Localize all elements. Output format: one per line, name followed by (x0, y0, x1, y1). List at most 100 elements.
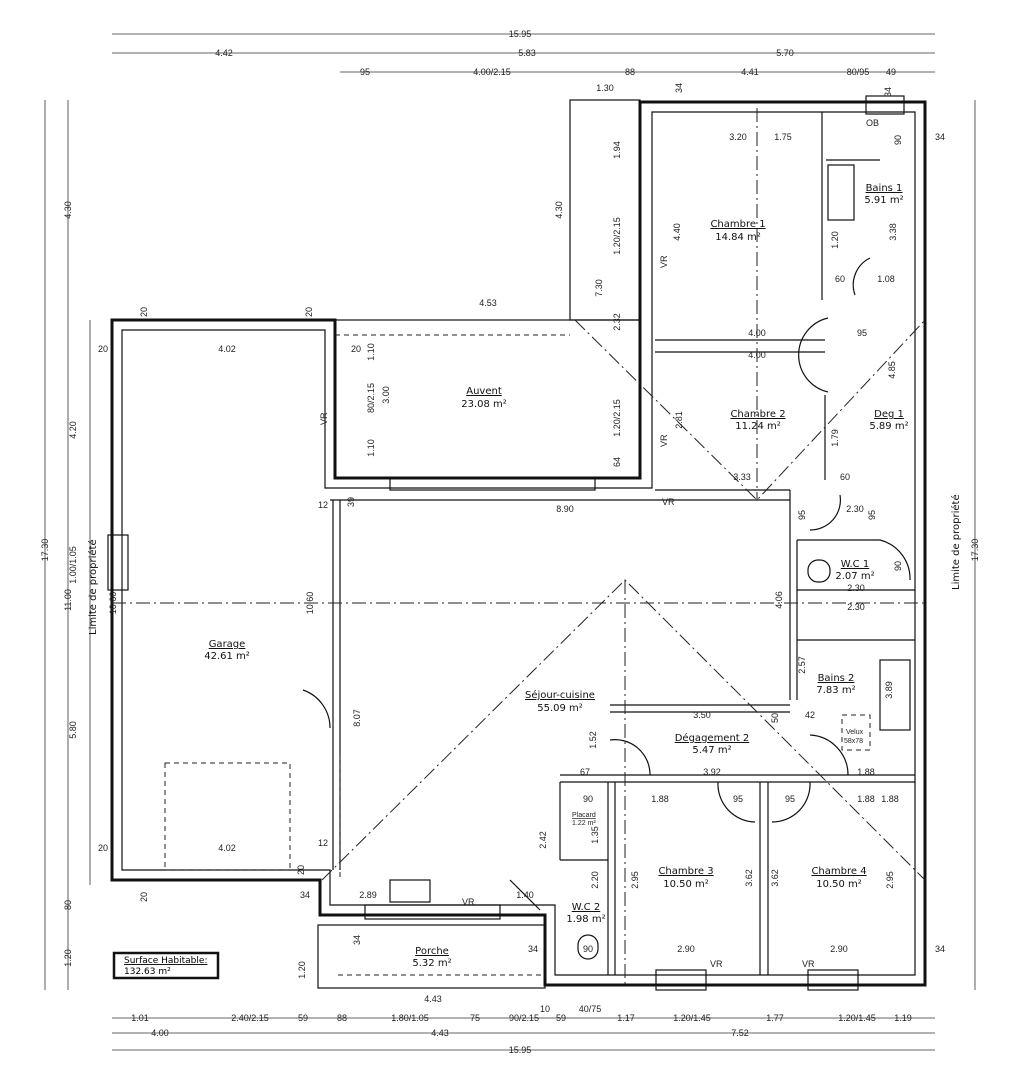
placard-label: Placard (572, 812, 596, 819)
dim-label: 2.42 (538, 831, 548, 849)
room-name-bains1: Bains 1 (866, 183, 903, 194)
dim-label: 1.19 (894, 1013, 912, 1023)
room-name-bains2: Bains 2 (818, 673, 855, 684)
dim-label: 4.43 (424, 994, 442, 1004)
dim-label: 2.32 (612, 313, 622, 331)
dim-label: 10 (540, 1004, 550, 1014)
dim-label: 2.40/2.15 (231, 1013, 269, 1023)
dim-label: 49 (886, 67, 896, 77)
dim-label: 8.07 (352, 709, 362, 727)
dim-label: 1.20/2.15 (612, 399, 622, 437)
dim-label: 20 (296, 865, 306, 875)
dim-label: 17.30 (40, 539, 50, 562)
surface-value: 132.63 m² (124, 967, 171, 977)
dim-label: 1.88 (881, 794, 899, 804)
dim-label: 95 (360, 67, 370, 77)
dim-label: 3.38 (888, 223, 898, 241)
dim-label: 5.80 (68, 721, 78, 739)
placard-area: 1.22 m² (572, 820, 596, 827)
room-area-chambre3: 10.50 m² (663, 879, 709, 890)
dim-label: 4.02 (218, 344, 236, 354)
dim-label: 34 (883, 87, 893, 97)
room-area-wc2: 1.98 m² (566, 914, 605, 925)
dim-label: 4.06 (774, 591, 784, 609)
dim-label: 1.52 (588, 731, 598, 749)
dim-label: 59 (556, 1013, 566, 1023)
dim-label: 4.30 (554, 201, 564, 219)
side-dimensions: 17.30 4.30 11.00 80 1.20 4.20 1.00/1.05 … (40, 201, 980, 967)
dim-label: 20 (98, 344, 108, 354)
bottom-dimensions: 1.01 2.40/2.15 59 88 1.80/1.05 75 90/2.1… (131, 1004, 912, 1055)
dim-label: 4.42 (215, 48, 233, 58)
room-area-auvent: 23.08 m² (461, 399, 507, 410)
vr-label: VR (662, 497, 675, 507)
room-area-degagement2: 5.47 m² (692, 745, 731, 756)
dim-label: 90 (583, 944, 593, 954)
dim-label: 1.40 (516, 890, 534, 900)
room-area-chambre4: 10.50 m² (816, 879, 862, 890)
vr-label: VR (710, 959, 723, 969)
ob-label: OB (866, 118, 879, 128)
dim-label: 88 (625, 67, 635, 77)
room-name-deg1: Deg 1 (874, 409, 904, 420)
dim-label: 1.20 (297, 961, 307, 979)
dim-label: 4.40 (672, 223, 682, 241)
dim-label: 39 (346, 497, 356, 507)
dim-label: 80/95 (847, 67, 870, 77)
velux-size: 58x78 (844, 738, 863, 745)
dim-label: 34 (352, 935, 362, 945)
dim-label: 3.89 (884, 681, 894, 699)
dim-label: 90 (893, 561, 903, 571)
dim-label: 1.88 (857, 794, 875, 804)
dim-label: 3.33 (733, 472, 751, 482)
vr-label: VR (659, 255, 669, 268)
dim-label: 60 (835, 274, 845, 284)
room-area-chambre2: 11.24 m² (735, 421, 781, 432)
dim-label: 2.20 (590, 871, 600, 889)
room-name-sejour: Séjour-cuisine (525, 689, 595, 701)
dim-label: 1.75 (774, 132, 792, 142)
dim-label: 95 (797, 510, 807, 520)
vr-label: VR (802, 959, 815, 969)
dim-label: 8.90 (556, 504, 574, 514)
room-area-garage: 42.61 m² (204, 651, 250, 662)
dim-label: 1.79 (830, 429, 840, 447)
room-area-deg1: 5.89 m² (869, 421, 908, 432)
room-name-wc1: W.C 1 (841, 559, 869, 570)
room-area-bains1: 5.91 m² (864, 195, 903, 206)
dim-label: 20 (304, 307, 314, 317)
dimension-lines (44, 33, 976, 1051)
dim-label: 2.30 (847, 602, 865, 612)
dim-label: 4.85 (887, 361, 897, 379)
dim-label: 12 (318, 500, 328, 510)
dim-label: 1.94 (612, 141, 622, 159)
dim-label: 95 (733, 794, 743, 804)
dim-label: 3.20 (729, 132, 747, 142)
dim-label: 3.50 (693, 710, 711, 720)
dim-label: 1.77 (766, 1013, 784, 1023)
dim-label: 1.80/1.05 (391, 1013, 429, 1023)
dim-label: 2.30 (846, 504, 864, 514)
dim-label: 20 (139, 307, 149, 317)
vr-label: VR (462, 897, 475, 907)
dim-label: 1.00/1.05 (68, 546, 78, 584)
dim-label: 5.83 (518, 48, 536, 58)
dim-label: 7.52 (731, 1028, 749, 1038)
dim-label: 75 (470, 1013, 480, 1023)
room-name-chambre2: Chambre 2 (730, 409, 785, 420)
dim-label: 1.10 (366, 439, 376, 457)
dim-label: 4.30 (63, 201, 73, 219)
dim-label: 1.35 (590, 826, 600, 844)
dim-label: 34 (674, 83, 684, 93)
dim-label: 1.10 (366, 343, 376, 361)
dim-label: 4.43 (431, 1028, 449, 1038)
dim-label: 64 (612, 457, 622, 467)
dim-label: 3.62 (744, 869, 754, 887)
dim-label: 20 (351, 344, 361, 354)
room-area-bains2: 7.83 m² (816, 685, 855, 696)
dim-label: 1.20/2.15 (612, 217, 622, 255)
dim-label: 90 (893, 135, 903, 145)
dim-label: 2.95 (885, 871, 895, 889)
